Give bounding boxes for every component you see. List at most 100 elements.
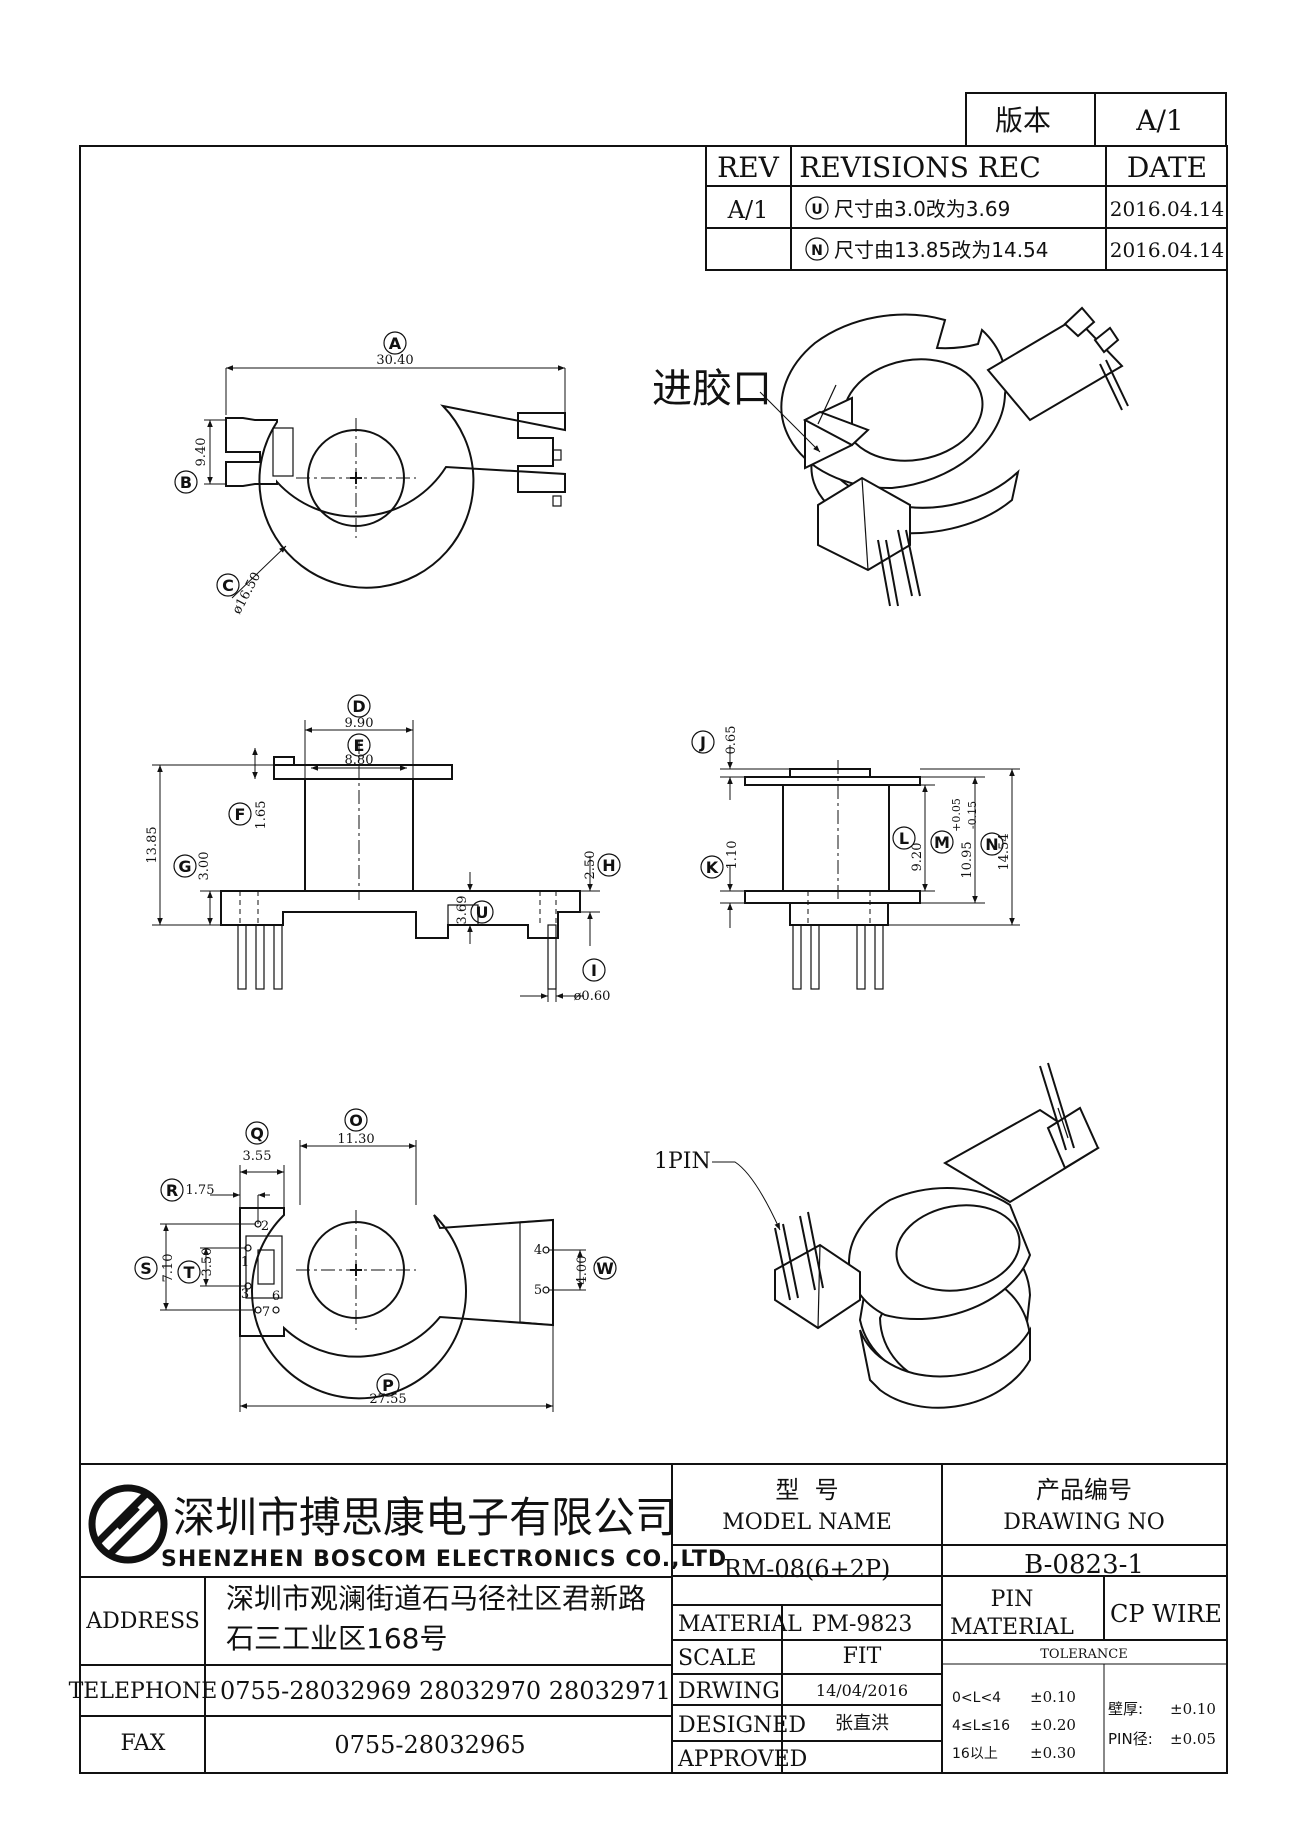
wall-thickness-label: 壁厚: [1108,1700,1143,1718]
tolerance-2-value: ±0.20 [1030,1716,1076,1734]
iso-view-top: 进胶口 [652,306,1129,607]
dim-total-value: 13.85 [145,826,160,863]
fax-label: FAX [121,1731,166,1756]
scale-value: FIT [843,1644,882,1669]
dim-M-tol-upper: +0.05 [950,798,963,832]
dim-L-value: 9.20 [910,843,925,872]
revision-row-1-date: 2016.04.14 [1110,197,1225,221]
model-name-value: RM-08(6+2P) [724,1555,891,1583]
dim-Q-letter: Q [250,1124,264,1143]
model-name-cn: 型 号 [775,1476,838,1504]
dim-A-value: 30.40 [376,353,413,368]
dim-J-value: 0.65 [724,726,739,755]
address-line-2: 石三工业区168号 [226,1622,447,1655]
material-label: MATERIAL [678,1612,802,1637]
version-label: 版本 [995,104,1051,137]
dim-D-letter: D [352,697,365,716]
revision-table: REV REVISIONS REC DATE A/1 U 尺寸由3.0改为3.6… [705,145,1228,271]
rev-header: REV [717,151,780,184]
dim-M-tol-lower: -0.15 [966,801,979,829]
dim-N-letter: N [985,835,998,854]
approved-label: APPROVED [677,1747,807,1772]
drwing-value: 14/04/2016 [816,1681,908,1700]
drawing-border [79,145,1228,1774]
front-view: D 9.90 E 8.80 F 1.65 13.85 G 3.00 H 2.50 [145,694,621,1004]
iso-top-arm [986,316,1124,422]
dim-N-value: 14.54 [997,833,1012,870]
dim-T-value: 3.50 [200,1248,215,1277]
dim-B-letter: B [180,473,192,492]
fax-value: 0755-28032965 [334,1731,525,1759]
dim-K-letter: K [706,858,719,877]
version-box: 版本 A/1 [965,92,1227,147]
designed-label: DESIGNED [678,1713,806,1738]
tolerance-3-range: 16以上 [952,1746,998,1762]
side-view-winding [782,784,890,892]
wall-thickness-value: ±0.10 [1170,1700,1216,1718]
dim-O-letter: O [349,1111,363,1130]
dim-I-value: ø0.60 [574,989,611,1004]
revisions-header: REVISIONS REC [799,151,1041,184]
pin-material-value: CP WIRE [1110,1600,1222,1628]
dim-U-value: 3.69 [455,896,470,925]
pin1-label: 1PIN [654,1149,711,1174]
dim-G-value: 3.00 [197,852,212,881]
revision-row-1-rev: A/1 [727,196,769,224]
dim-I-letter: I [591,961,597,980]
telephone-value: 0755-28032969 28032970 28032971 [220,1677,671,1705]
iso-bottom-core-hole [895,1204,1021,1292]
dim-G-letter: G [178,857,191,876]
revision-row-1-mark: U [811,202,822,218]
address-label: ADDRESS [85,1609,200,1634]
side-view: J 0.65 K 1.10 L 9.20 M 10.95 +0.05 -0.15… [691,726,1020,990]
company-name-en: SHENZHEN BOSCOM ELECTRONICS CO.,LTD [161,1547,727,1572]
dim-K-value: 1.10 [725,841,740,870]
dim-B-value: 9.40 [194,438,209,467]
date-header: DATE [1127,151,1207,184]
company-logo [88,1484,168,1564]
dim-P-value: 27.55 [369,1392,406,1407]
address-line-1: 深圳市观澜街道石马径社区君新路 [226,1582,646,1615]
dim-F-value: 1.65 [254,801,269,830]
bottom-view: 1 2 3 4 5 6 7 O 11.30 Q 3.55 R 1.75 [134,1108,617,1412]
pin-material-label-2: MATERIAL [950,1615,1074,1640]
dim-L-letter: L [899,829,909,848]
dim-D-value: 9.90 [345,716,374,731]
revision-row-1-text: 尺寸由3.0改为3.69 [834,197,1010,221]
tolerance-label: TOLERANCE [1040,1647,1127,1662]
revision-row-2-date: 2016.04.14 [1110,238,1225,262]
dim-W-letter: W [596,1259,614,1278]
iso-bottom-lower-flange [859,1326,1031,1409]
dim-H-letter: H [602,856,615,875]
pin-4-label: 4 [534,1243,542,1258]
tolerance-3-value: ±0.30 [1030,1744,1076,1762]
pin-1-label: 1 [241,1255,249,1270]
drawing-no-value: B-0823-1 [1024,1550,1144,1580]
pin-diameter-value: ±0.05 [1170,1730,1216,1748]
dim-Q-value: 3.55 [243,1149,272,1164]
dim-O-value: 11.30 [337,1132,374,1147]
dim-C-letter: C [222,576,234,595]
revision-row-1-mark-circle [805,196,829,220]
revision-row-2-text: 尺寸由13.85改为14.54 [834,238,1049,262]
dim-M-value: 10.95 [960,841,975,878]
pin-3-label: 3 [241,1287,249,1302]
tolerance-1-range: 0<L<4 [952,1690,1001,1706]
tolerance-2-range: 4≤L≤16 [952,1718,1010,1734]
pin-7-label: 7 [262,1305,270,1320]
dim-A-letter: A [389,334,402,353]
drwing-label: DRWING [678,1679,780,1704]
model-name-en: MODEL NAME [722,1510,892,1535]
dim-R-letter: R [166,1181,178,1200]
dim-F-letter: F [235,805,246,824]
telephone-label: TELEPHONE [69,1679,218,1704]
designed-value: 张直洪 [835,1713,889,1734]
dim-S-value: 7.10 [161,1254,176,1283]
pin-6-label: 6 [272,1289,280,1304]
dim-S-letter: S [140,1259,152,1278]
dim-W-value: 4.00 [575,1256,590,1285]
dim-E-letter: E [354,736,365,755]
pin-material-label-1: PIN [991,1587,1034,1612]
dim-E-value: 8.80 [345,753,374,768]
